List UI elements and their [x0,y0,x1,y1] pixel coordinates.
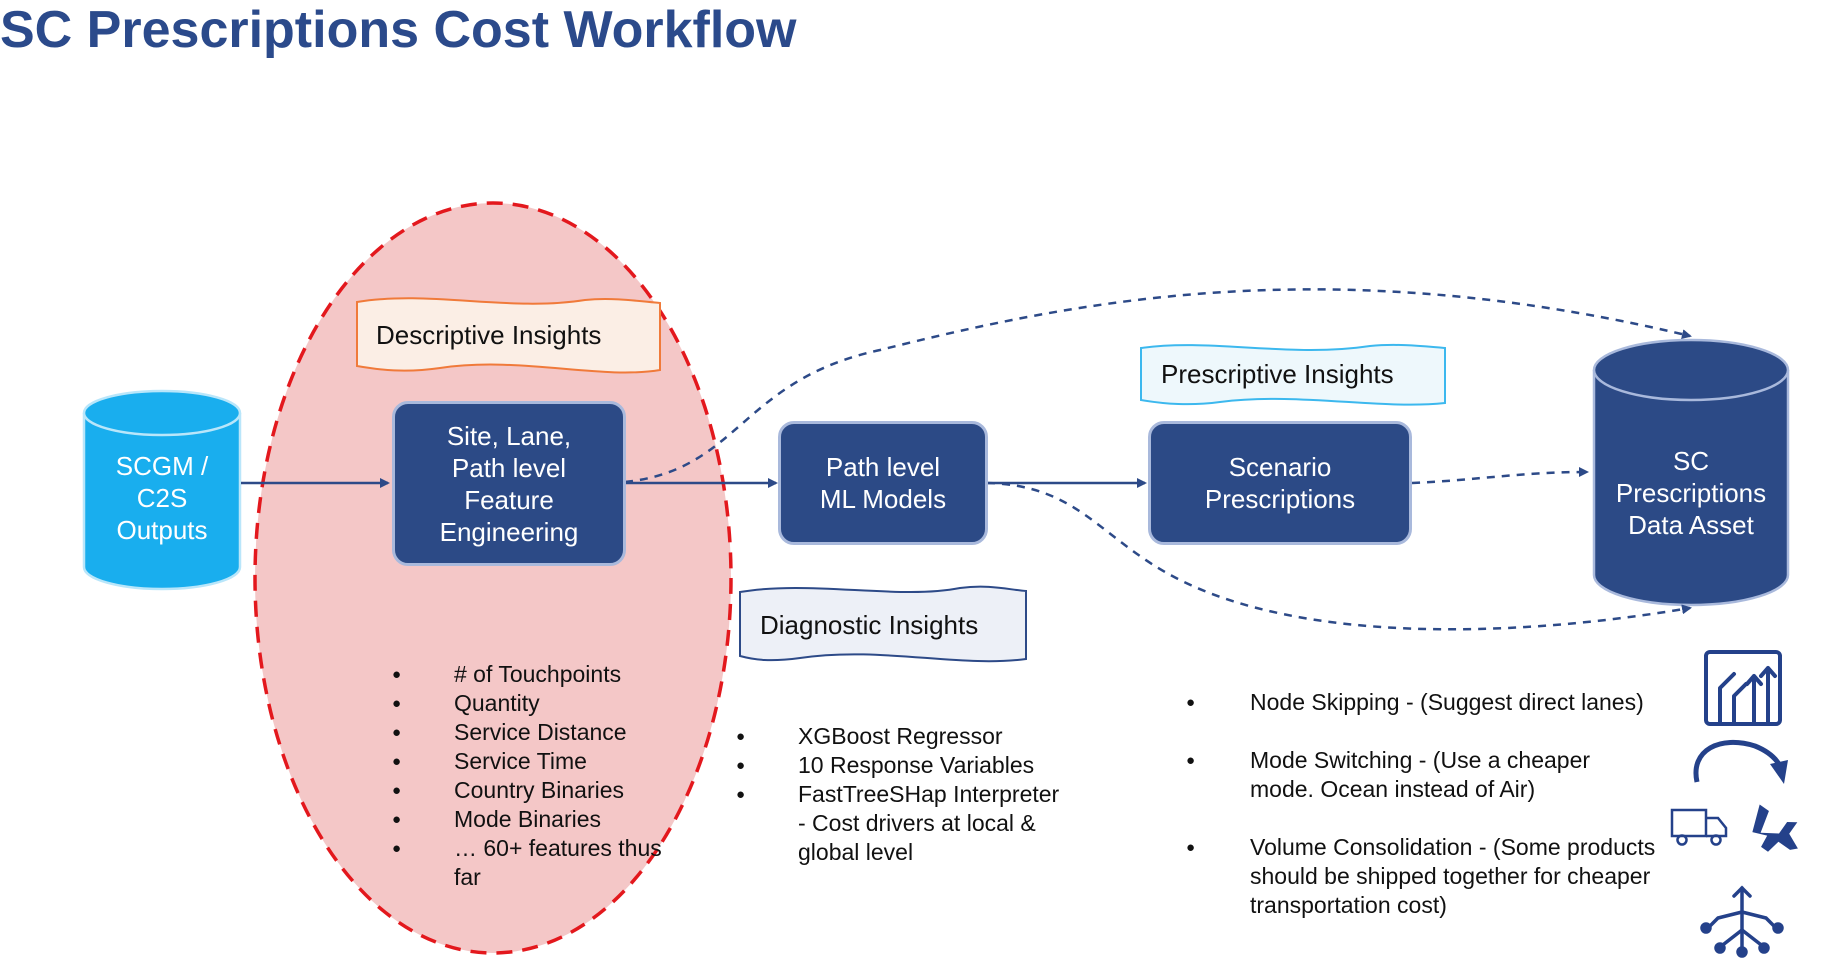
source-cylinder [82,389,242,591]
diagnostic-banner [739,585,1027,663]
prescriptive-insights-label: Prescriptive Insights [1161,359,1394,389]
routes-icon [1704,650,1782,726]
consolidation-tree-icon [1700,885,1784,958]
list-item: Service Time [392,747,662,776]
diagnostic-insights-label: Diagnostic Insights [760,610,979,640]
truck-to-plane-icon [1670,740,1798,852]
prescriptive-banner [1140,343,1446,406]
ml-models-box: Path level ML Models [778,421,988,545]
feature-engineering-box: Site, Lane, Path level Feature Engineeri… [392,401,626,566]
list-item: Volume Consolidation - (Some products sh… [1186,833,1656,920]
list-item: Node Skipping - (Suggest direct lanes) [1186,688,1656,717]
prescription-list: Node Skipping - (Suggest direct lanes) M… [1186,688,1656,920]
descriptive-banner [356,297,661,374]
feature-list: # of Touchpoints Quantity Service Distan… [392,660,662,892]
descriptive-insights-label: Descriptive Insights [376,320,602,350]
list-item: # of Touchpoints [392,660,662,689]
target-label: SC Prescriptions Data Asset [1615,446,1767,540]
list-item: FastTreeSHap Interpreter - Cost drivers … [736,780,1066,867]
list-item: Service Distance [392,718,662,747]
list-item: … 60+ features thus far [392,834,662,892]
list-item: Mode Binaries [392,805,662,834]
list-item: 10 Response Variables [736,751,1066,780]
list-item: Quantity [392,689,662,718]
page-title: SC Prescriptions Cost Workflow [0,1,797,59]
source-label: SCGM / C2S Outputs [115,451,209,545]
scenario-prescriptions-box: Scenario Prescriptions [1148,421,1412,545]
list-item: XGBoost Regressor [736,722,1066,751]
list-item: Country Binaries [392,776,662,805]
model-list: XGBoost Regressor 10 Response Variables … [736,722,1066,867]
list-item: Mode Switching - (Use a cheaper mode. Oc… [1186,746,1656,804]
